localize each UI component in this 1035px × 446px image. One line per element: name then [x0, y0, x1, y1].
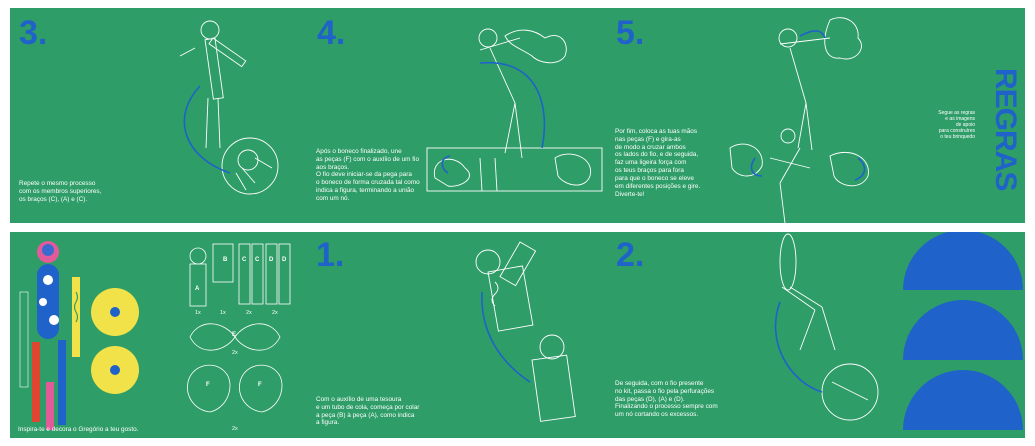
arrow-step-2: [774, 301, 823, 393]
qty-c: 2x: [246, 310, 252, 316]
pieces-sheet: [187, 243, 291, 413]
step-5-caption: Por fim, coloca as tuas mãos nas peças (…: [615, 128, 701, 198]
arrow-step-4: [479, 61, 546, 149]
step-2-caption: De seguida, com o fio presente no kit, p…: [615, 380, 718, 419]
qty-e: 2x: [232, 350, 238, 356]
piece-label-f1: F: [206, 382, 210, 388]
qty-b: 1x: [220, 310, 226, 316]
piece-label-a: A: [195, 286, 200, 292]
inspire-caption: Inspira-te e decora o Gregório a teu gos…: [18, 426, 139, 433]
piece-label-c1: C: [242, 257, 247, 263]
arrow-step-5: [799, 30, 826, 39]
step-1-caption: Com o auxílio de uma tesoura e um tubo d…: [316, 396, 420, 427]
arrow-step-3: [183, 85, 231, 174]
piece-label-d2: D: [282, 257, 287, 263]
piece-label-b: B: [223, 257, 228, 263]
step-number-3: 3.: [19, 14, 48, 52]
rules-vertical-title: REGRAS: [989, 68, 1022, 191]
piece-label-c2: C: [255, 257, 260, 263]
step-number-4: 4.: [317, 14, 346, 52]
step-3-caption: Repete o mesmo processo com os membros s…: [19, 180, 102, 203]
figure-step-3: [179, 20, 279, 195]
figure-step-1: [475, 241, 576, 422]
figure-step-4: [426, 28, 603, 192]
qty-a: 1x: [195, 310, 201, 316]
step-4-caption: Após o boneco finalizado, une as peças (…: [316, 148, 420, 202]
bottom-illustrations: [19, 232, 1023, 430]
instructions-panel-bottom: Inspira-te e decora o Gregório a teu gos…: [10, 232, 1025, 438]
figure-step-2: [779, 233, 879, 421]
qty-d: 2x: [272, 310, 278, 316]
yellow-disc-holes: [110, 307, 120, 375]
piece-label-d1: D: [269, 257, 274, 263]
arrow-step-1: [481, 291, 531, 383]
step-number-2: 2.: [616, 236, 645, 274]
rules-side-note: Segue as regras e as imagens de apoio pa…: [938, 110, 975, 141]
step-number-1: 1.: [316, 236, 345, 274]
figure-step-5: [729, 17, 869, 223]
piece-label-e: E: [232, 332, 237, 338]
step-number-5: 5.: [616, 14, 645, 52]
instructions-panel-top: 3. Repete o mesmo processo com os membro…: [10, 8, 1025, 223]
decorative-semicircles: [903, 232, 1023, 430]
top-illustrations: [179, 17, 869, 223]
qty-f: 2x: [232, 426, 238, 432]
piece-label-f2: F: [258, 382, 262, 388]
decorated-gregorio-example: [19, 241, 139, 430]
